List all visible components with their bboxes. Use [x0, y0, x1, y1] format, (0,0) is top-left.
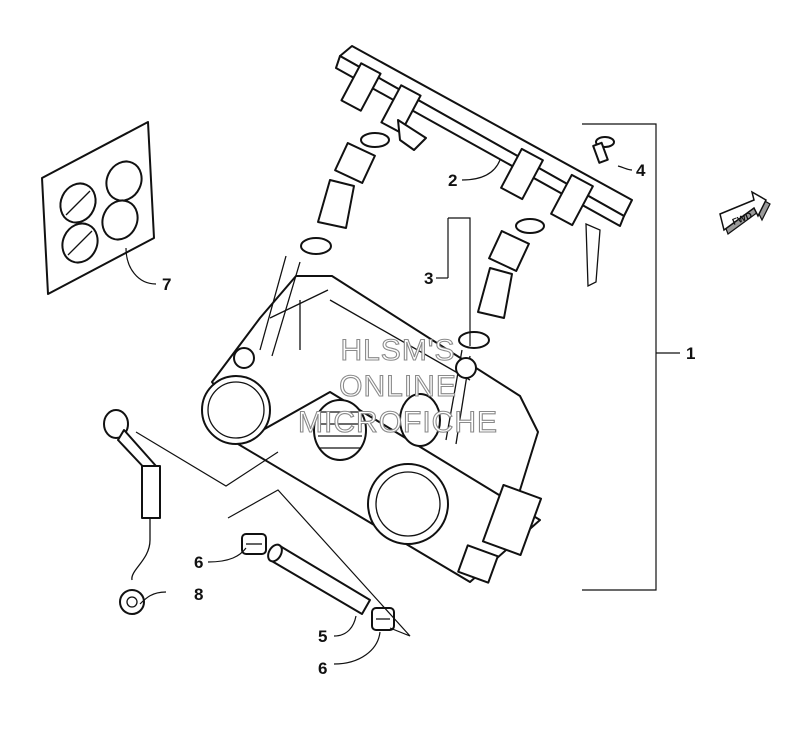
fuel-injector-left	[300, 132, 390, 255]
callout-1: 1	[686, 344, 695, 363]
forward-direction-arrow-icon: FWD	[719, 190, 771, 235]
callout-4: 4	[636, 161, 646, 180]
callout-6-lower: 6	[318, 659, 327, 678]
callout-2: 2	[448, 171, 457, 190]
fuel-injector-right	[458, 218, 545, 349]
leader-lines	[125, 123, 680, 665]
watermark-line-1: HLSM'S	[340, 334, 455, 367]
callout-5: 5	[318, 627, 327, 646]
bolt-part-4	[592, 136, 615, 164]
hose-clamp-part-6-lower	[371, 607, 395, 631]
callout-6-upper: 6	[194, 553, 203, 572]
throttle-body-assembly-part-1	[201, 255, 543, 584]
watermark: HLSM'S ONLINE MICROFICHE	[297, 333, 498, 439]
gasket-sheet-part-7	[41, 121, 155, 295]
callout-labels: 1 2 3 4 5 6 6 7 8	[162, 161, 695, 678]
hose-clamp-part-6-upper	[241, 533, 267, 555]
hose-part-5	[267, 543, 371, 615]
fuel-rail-part-2	[335, 45, 633, 288]
watermark-line-3: MICROFICHE	[298, 406, 498, 439]
watermark-line-2: ONLINE	[339, 370, 457, 403]
callout-3: 3	[424, 269, 433, 288]
linkage-rod-part-8	[103, 409, 161, 615]
callout-8: 8	[194, 585, 203, 604]
callout-7: 7	[162, 275, 171, 294]
